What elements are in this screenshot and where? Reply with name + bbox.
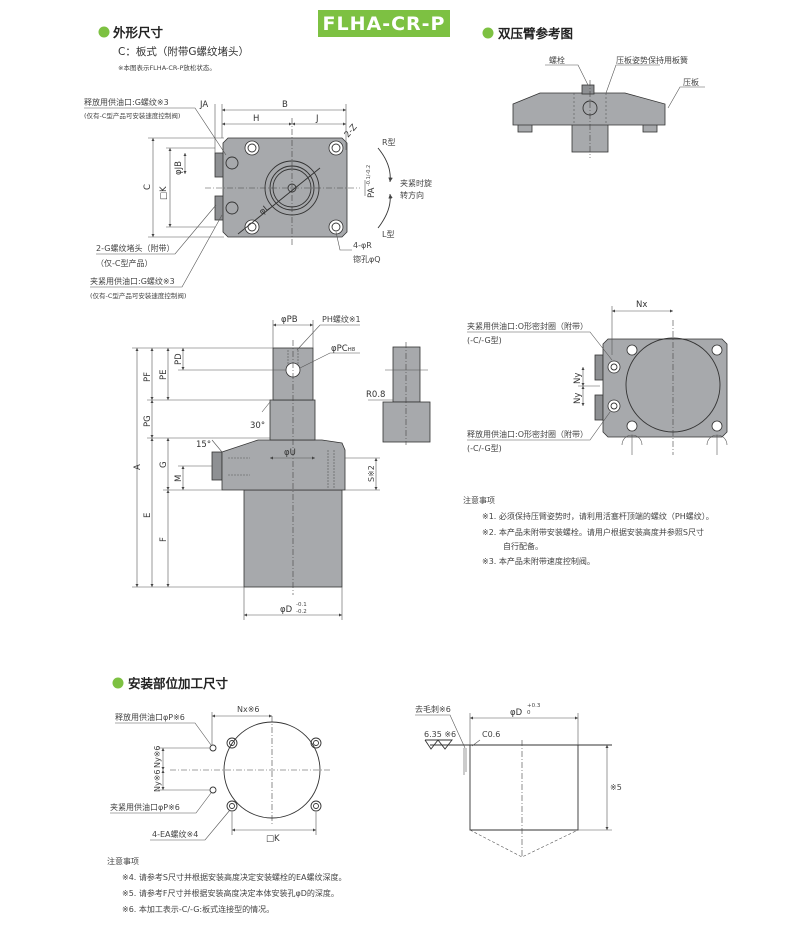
note-item: 自行配备。 <box>503 541 543 551</box>
label-clamp-port-p: 夹紧用供油口φP※6 <box>110 802 180 812</box>
svg-text:注意事项: 注意事项 <box>107 856 139 866</box>
label-rotation-2: 转方向 <box>400 190 424 200</box>
dim-ny-1: Ny <box>573 373 583 384</box>
label-deburr: 去毛刺※6 <box>415 704 451 714</box>
label-radius: R0.8 <box>366 390 385 400</box>
label-plate: 压板 <box>683 77 699 87</box>
label-chamfer: C0.6 <box>482 730 500 739</box>
note-item: ※6. 本加工表示-C/-G:板式连接型的情况。 <box>122 904 274 914</box>
dim-ny-mount-1: Ny※6 <box>153 745 162 768</box>
dim-d: φD <box>280 605 293 615</box>
dim-jb: φJB <box>174 161 184 175</box>
dim-s: S※2 <box>367 465 376 482</box>
notes-2: 注意事项 ※4. 请参考S尺寸并根据安装高度决定安装螺栓的EA螺纹深度。 ※5.… <box>107 856 346 914</box>
dim-pa: PA <box>367 187 377 198</box>
label-release-port-sub: (仅有-C型产品可安装速度控制阀) <box>84 111 180 120</box>
note-item: ※2. 本产品未附带安装螺栓。请用户根据安装高度并参照S尺寸 <box>482 527 704 537</box>
label-clamp-port-o: 夹紧用供油口:O形密封圈（附带） <box>467 321 588 331</box>
note-item: ※4. 请参考S尺寸并根据安装高度决定安装螺栓的EA螺纹深度。 <box>122 872 346 882</box>
label-plug-sub: （仅-C型产品） <box>96 258 152 268</box>
dim-e: E <box>143 513 153 518</box>
dim-pc: φPCH8 <box>331 344 356 354</box>
bullet-icon <box>112 677 124 689</box>
dim-g: G <box>159 461 169 468</box>
note-item: ※3. 本产品未附带速度控制阀。 <box>482 556 595 566</box>
mount-section-drawing <box>415 713 612 858</box>
svg-text:注意事项: 注意事项 <box>463 495 495 505</box>
label-roughness: 6.35 ※6 <box>424 730 456 739</box>
dim-d-mount: φD <box>510 708 523 718</box>
dim-m: M <box>174 475 184 482</box>
dim-k: □K <box>159 186 169 200</box>
dim-d-tol-upper: -0.1 <box>296 602 307 608</box>
dim-pg: PG <box>143 415 153 427</box>
label-spring: 压板姿势保持用板簧 <box>616 55 688 65</box>
label-r-type: R型 <box>382 138 396 147</box>
state-note: ※本图表示FLHA-CR-P放松状态。 <box>118 63 216 72</box>
notes-1: 注意事项 ※1. 必须保持压臂姿势时，请利用活塞杆顶端的螺纹（PH螺纹）。 ※2… <box>463 495 714 566</box>
label-plug: 2-G螺纹堵头（附带） <box>96 243 174 253</box>
angle-30: 30° <box>250 421 265 431</box>
dim-holes: 4-φR <box>353 241 372 250</box>
top-view <box>84 104 393 288</box>
dim-z: 2-Z <box>343 122 360 140</box>
dim-pf: PF <box>143 372 153 382</box>
bullet-icon <box>98 26 110 38</box>
dim-pd: PD <box>174 353 184 365</box>
dim-f: F <box>159 537 169 542</box>
note-item: ※5. 请参考F尺寸并根据安装高度决定本体安装孔φD的深度。 <box>122 888 339 898</box>
section-heading-mount: 安装部位加工尺寸 <box>128 676 229 691</box>
dim-b: B <box>282 100 288 110</box>
dim-depth: ※5 <box>610 783 622 792</box>
dim-nx-mount: Nx※6 <box>237 705 260 714</box>
label-clamp-port-sub: (仅有-C型产品可安装速度控制阀) <box>90 291 186 300</box>
subtitle: C：板式（附带G螺纹堵头） <box>118 45 249 58</box>
label-ph-thread: PH螺纹※1 <box>322 314 361 324</box>
label-bolt: 螺栓 <box>549 55 565 65</box>
label-release-port-g: 释放用供油口:G螺纹※3 <box>84 97 169 107</box>
dim-a: A <box>133 464 143 470</box>
dim-counterbore: 锪孔φQ <box>353 254 381 264</box>
label-release-port-p: 释放用供油口φP※6 <box>115 712 185 722</box>
dim-j: J <box>315 114 319 124</box>
bottom-view <box>467 306 728 455</box>
dim-h: H <box>253 114 259 124</box>
section-heading-double-arm: 双压臂参考图 <box>497 26 573 41</box>
mount-plan-drawing <box>110 712 330 841</box>
dim-d-mount-tol-lower: 0 <box>527 710 531 716</box>
note-item: ※1. 必须保持压臂姿势时，请利用活塞杆顶端的螺纹（PH螺纹）。 <box>482 511 714 521</box>
dim-ny-2: Ny <box>573 393 583 404</box>
dim-nx: Nx <box>636 300 647 310</box>
dim-pa-tol: -0.1/-0.2 <box>366 165 372 186</box>
dim-c: C <box>143 184 153 190</box>
label-clamp-port-o-sub: (-C/-G型) <box>467 336 502 345</box>
dim-d-mount-tol-upper: +0.3 <box>527 703 541 709</box>
dim-k-mount: □K <box>266 834 280 844</box>
label-ea-thread: 4-EA螺纹※4 <box>152 829 198 839</box>
label-release-port-o: 释放用供油口:O形密封圈（附带） <box>467 429 588 439</box>
dim-pe: PE <box>159 370 169 381</box>
label-l-type: L型 <box>382 230 394 239</box>
dim-d-tol-lower: -0.2 <box>296 609 307 615</box>
label-release-port-o-sub: (-C/-G型) <box>467 444 502 453</box>
label-clamp-port-g: 夹紧用供油口:G螺纹※3 <box>90 276 175 286</box>
svg-text:FLHA-CR-P: FLHA-CR-P <box>323 13 446 35</box>
section-heading-outline: 外形尺寸 <box>112 25 164 40</box>
dim-ny-mount-2: Ny※6 <box>153 769 162 792</box>
label-rotation-1: 夹紧时旋 <box>400 178 432 188</box>
double-arm-drawing <box>512 64 705 158</box>
title-badge: FLHA-CR-P <box>318 10 450 37</box>
bullet-icon <box>482 27 494 39</box>
dim-u: φU <box>284 448 296 458</box>
side-view <box>132 320 431 620</box>
dim-ja: JA <box>199 100 208 110</box>
dim-pb: φPB <box>281 315 298 325</box>
angle-15: 15° <box>196 440 211 450</box>
